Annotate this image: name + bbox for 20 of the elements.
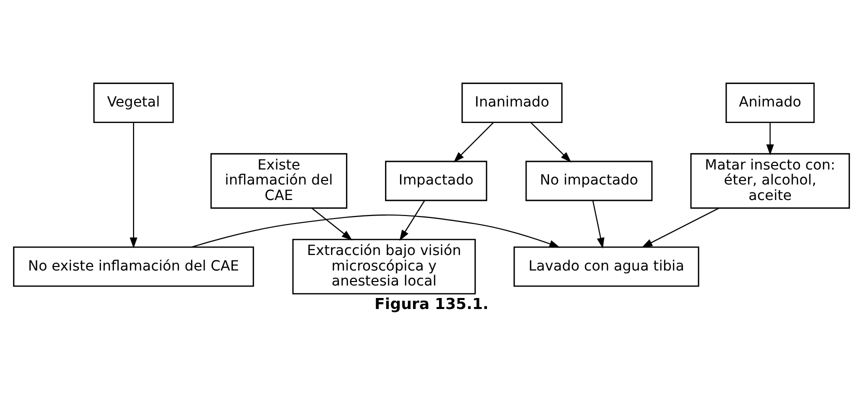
arrow [454, 122, 494, 162]
arrow [642, 207, 719, 248]
node-box: No existe inflamación del CAE [13, 246, 254, 286]
node-box: Lavado con agua tibia [514, 246, 700, 286]
arrow [766, 122, 774, 155]
node-box: Inanimado [461, 82, 563, 123]
arrow [192, 214, 560, 248]
arrow [592, 200, 604, 248]
caption: Figura 135.1. [374, 294, 489, 313]
arrow [399, 200, 426, 240]
node-box: Extracción bajo visión microscópica y anestesia local [292, 238, 476, 294]
node-box: No impactado [525, 160, 653, 201]
arrow [312, 207, 352, 240]
node-box: Vegetal [93, 82, 174, 123]
node-box: Matar insecto con: éter, alcohol, aceite [690, 152, 850, 208]
node-box: Existe inflamación del CAE [210, 152, 348, 208]
node-box: Animado [726, 82, 815, 123]
arrow [130, 122, 138, 248]
arrow [530, 122, 572, 162]
node-box: Impactado [385, 160, 488, 201]
